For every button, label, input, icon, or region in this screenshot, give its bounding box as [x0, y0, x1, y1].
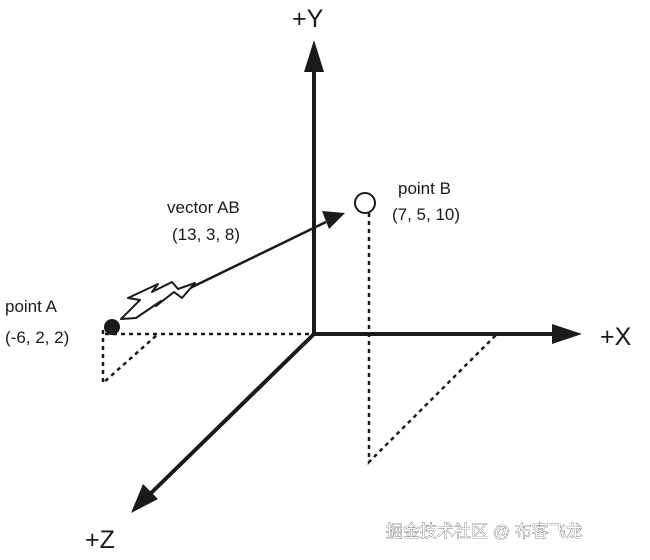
- z-axis: [144, 332, 316, 500]
- watermark-text: 掘金技术社区 @ 布客飞龙: [386, 522, 583, 541]
- vector-ab-label: vector AB: [167, 198, 240, 217]
- point-a-marker: [104, 319, 120, 335]
- y-axis-label: +Y: [292, 5, 324, 33]
- vector-ab-line: [185, 220, 327, 292]
- point-a-coords: (-6, 2, 2): [5, 328, 69, 347]
- x-axis-label: +X: [600, 323, 632, 351]
- y-axis-arrowhead: [304, 40, 324, 72]
- z-axis-arrowhead: [131, 484, 158, 513]
- point-b-projection: [367, 213, 498, 466]
- z-axis-label: +Z: [85, 526, 115, 554]
- point-b-coords: (7, 5, 10): [392, 205, 460, 224]
- point-b-label: point B: [398, 179, 451, 198]
- vector-break-icon: [120, 281, 196, 320]
- point-a-label: point A: [5, 297, 58, 316]
- vector-ab-arrowhead: [322, 211, 345, 229]
- point-a-projection: [101, 330, 314, 386]
- point-b-marker: [354, 192, 376, 214]
- vector-ab-components: (13, 3, 8): [172, 225, 240, 244]
- x-axis-arrowhead: [552, 324, 582, 344]
